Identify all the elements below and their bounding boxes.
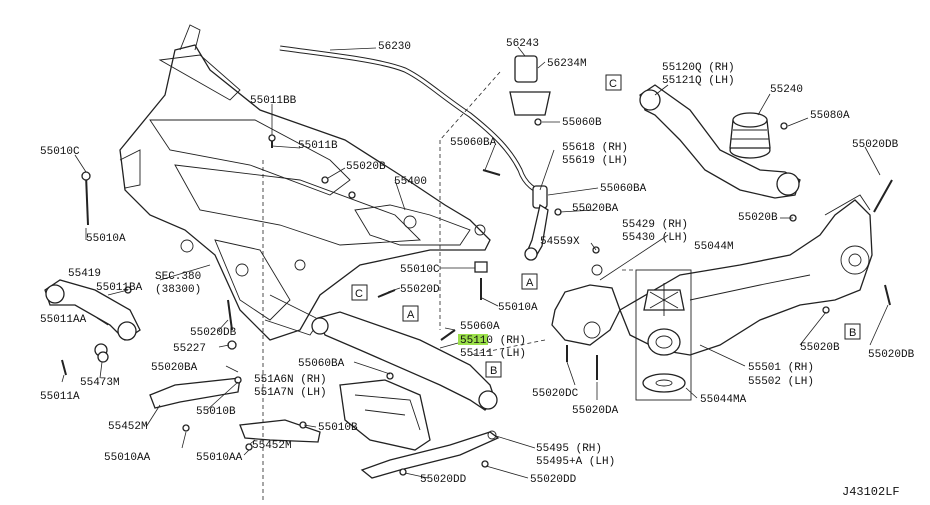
part-label: 55010B bbox=[318, 422, 358, 434]
knuckle-bracket bbox=[551, 264, 621, 346]
part-label: 54559X bbox=[540, 236, 580, 248]
part-label: 55240 bbox=[770, 84, 803, 96]
ref-box-label: A bbox=[407, 309, 415, 321]
ref-box-label: A bbox=[526, 277, 534, 289]
part-label: 55227 bbox=[173, 343, 206, 355]
ref-box-label: C bbox=[609, 78, 617, 90]
part-label: 55010A bbox=[86, 233, 126, 245]
part-label: 55429 (RH) bbox=[622, 219, 688, 231]
part-label: 56234M bbox=[547, 58, 587, 70]
part-label: 55020DB bbox=[868, 349, 915, 361]
part-label: 56230 bbox=[378, 41, 411, 53]
part-label: 55495 (RH) bbox=[536, 443, 602, 455]
part-label: 55060A bbox=[460, 321, 500, 333]
part-label: 55020DC bbox=[532, 388, 579, 400]
part-label: 55020DD bbox=[530, 474, 577, 486]
bracket-right bbox=[239, 419, 321, 443]
part-label: 55011AA bbox=[40, 314, 87, 326]
part-label: 55011BA bbox=[96, 282, 143, 294]
part-label: 55121Q (LH) bbox=[662, 75, 735, 87]
fasteners bbox=[61, 118, 893, 476]
ref-box-b-right: B bbox=[844, 323, 861, 340]
part-label: 56243 bbox=[506, 38, 539, 50]
part-label: 55400 bbox=[394, 176, 427, 188]
ref-box-label: B bbox=[849, 327, 856, 339]
part-label: 55495+A (LH) bbox=[536, 456, 615, 468]
stabilizer-bar bbox=[279, 45, 551, 209]
part-label: 55430 (LH) bbox=[622, 232, 688, 244]
part-label: 55060BA bbox=[600, 183, 647, 195]
part-label: 55020DD bbox=[420, 474, 467, 486]
part-label: 55120Q (RH) bbox=[662, 62, 735, 74]
spring-seat bbox=[635, 269, 692, 401]
ref-box-label: B bbox=[490, 365, 497, 377]
part-label: 55619 (LH) bbox=[562, 155, 628, 167]
part-label: 55011B bbox=[298, 140, 338, 152]
part-label: 55020DB bbox=[852, 139, 899, 151]
part-label: 55501 (RH) bbox=[748, 362, 814, 374]
part-label: 55010A bbox=[498, 302, 538, 314]
upper-link-arm bbox=[639, 84, 801, 199]
part-label: (38300) bbox=[155, 284, 201, 296]
part-label: 55502 (LH) bbox=[748, 376, 814, 388]
part-label: 55473M bbox=[80, 377, 120, 389]
part-label: 55020BA bbox=[572, 203, 619, 215]
part-label: 55010B bbox=[196, 406, 236, 418]
ref-box-label: C bbox=[355, 288, 363, 300]
part-label: 551A7N (LH) bbox=[254, 387, 327, 399]
part-label: 55419 bbox=[68, 268, 101, 280]
ref-box-b-low: B bbox=[485, 361, 502, 378]
ref-box-c-top: C bbox=[605, 74, 622, 91]
part-label: 55060BA bbox=[450, 137, 497, 149]
part-label: 55044M bbox=[694, 241, 734, 253]
part-label: 55060BA bbox=[298, 358, 345, 370]
part-label: SEC.380 bbox=[155, 271, 201, 283]
part-labels: 55011BB 56230 56243 56234M 55060B 55120Q… bbox=[40, 38, 915, 486]
upper-arm-left bbox=[44, 279, 141, 357]
part-label: 55110 (RH) bbox=[460, 335, 526, 347]
part-label: 551A6N (RH) bbox=[254, 374, 327, 386]
part-label: 55020BA bbox=[151, 362, 198, 374]
part-label: 55452M bbox=[108, 421, 148, 433]
part-label: 55010AA bbox=[196, 452, 243, 464]
part-label: 55452M bbox=[252, 440, 292, 452]
part-label: 55010C bbox=[400, 264, 440, 276]
part-label: 55020DB bbox=[190, 327, 237, 339]
rear-lower-arm bbox=[619, 194, 873, 356]
diagram-id: J43102LF bbox=[842, 485, 900, 499]
part-label: 55011BB bbox=[250, 95, 297, 107]
leader-lines bbox=[61, 46, 889, 500]
bracket-left bbox=[149, 377, 241, 409]
part-label: 55020B bbox=[346, 161, 386, 173]
part-label: 55020D bbox=[400, 284, 440, 296]
part-label: 55020B bbox=[800, 342, 840, 354]
stabilizer-link bbox=[524, 203, 549, 261]
part-label: 55010C bbox=[40, 146, 80, 158]
bump-stopper bbox=[729, 112, 771, 159]
part-label: 55020B bbox=[738, 212, 778, 224]
part-label: 55618 (RH) bbox=[562, 142, 628, 154]
ref-box-a-low: A bbox=[402, 305, 419, 322]
ref-box-c-mid: C bbox=[351, 284, 368, 301]
part-label: 55080A bbox=[810, 110, 850, 122]
part-label: 55111 (LH) bbox=[460, 348, 526, 360]
part-label: 55010AA bbox=[104, 452, 151, 464]
link-bracket bbox=[339, 379, 431, 451]
lower-link bbox=[311, 311, 498, 411]
trailing-rod bbox=[360, 430, 500, 479]
ref-box-a-mid: A bbox=[521, 273, 538, 290]
highlight-55110 bbox=[458, 334, 488, 345]
part-label: 55020DA bbox=[572, 405, 619, 417]
part-label: 55011A bbox=[40, 391, 80, 403]
rear-subframe bbox=[119, 24, 491, 341]
part-label: 55044MA bbox=[700, 394, 747, 406]
part-label: 55060B bbox=[562, 117, 602, 129]
